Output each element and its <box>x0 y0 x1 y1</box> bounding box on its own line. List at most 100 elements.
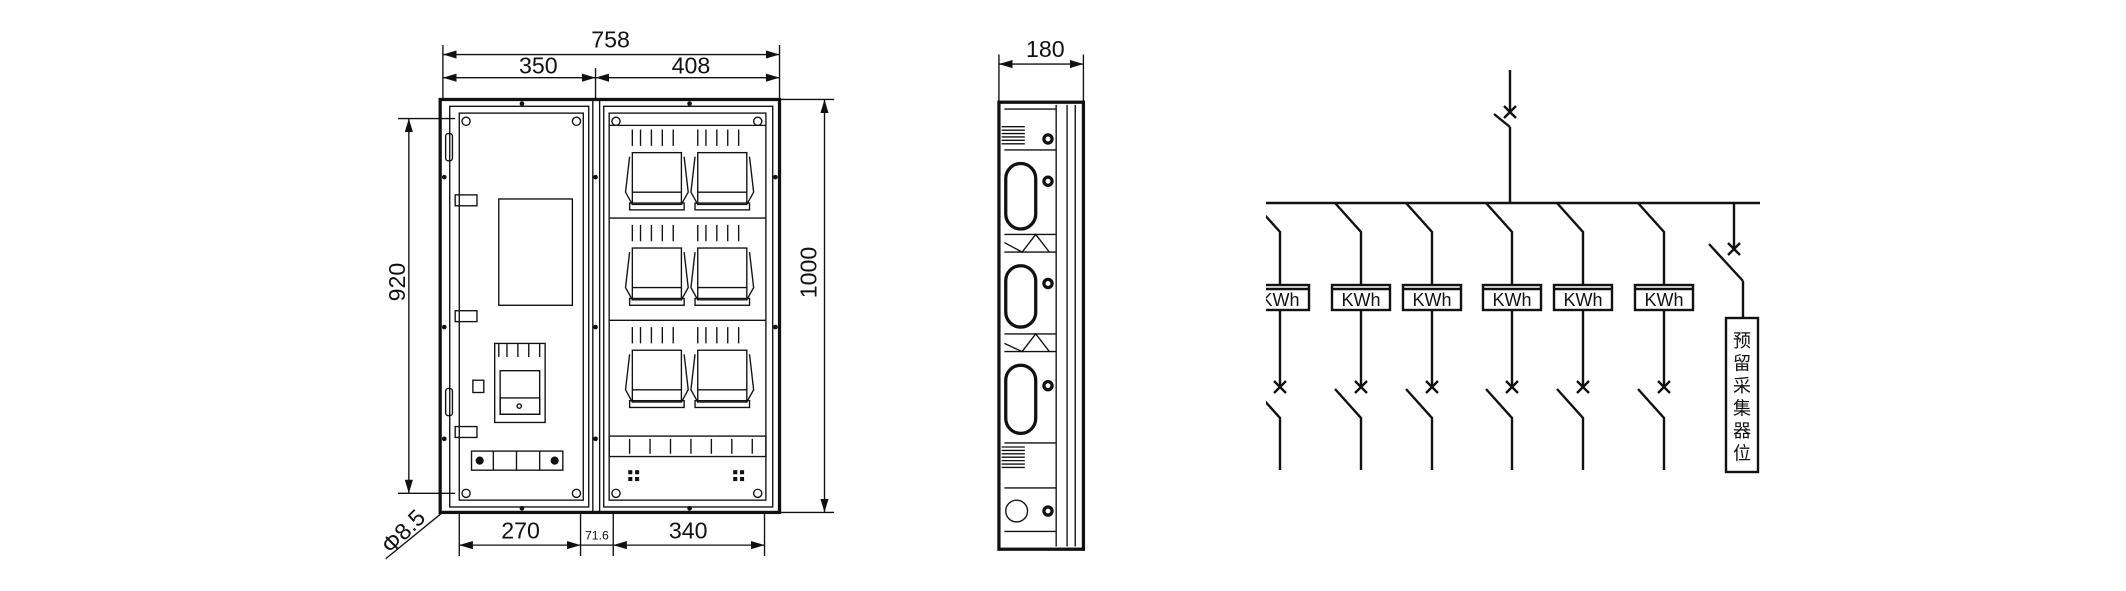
breaker-x-mark <box>1354 380 1368 394</box>
meter-slot <box>624 129 689 211</box>
meter-terminal-pins <box>631 129 674 146</box>
dim-label-340: 340 <box>669 517 708 543</box>
reserved-collector-char: 集 <box>1733 399 1751 420</box>
meter-slot <box>690 224 755 306</box>
meter-branch: KWh <box>1260 214 1311 470</box>
dim-label-180: 180 <box>1026 36 1065 62</box>
main-breaker <box>494 342 546 424</box>
branch-line <box>1637 202 1666 470</box>
meter-base <box>694 399 751 409</box>
branch-line <box>1405 202 1434 470</box>
screw-dot <box>519 506 525 511</box>
kwh-label: KWh <box>1644 290 1683 310</box>
kwh-label: KWh <box>1563 290 1602 310</box>
reserved-collector-char: 位 <box>1733 444 1751 465</box>
terminal-strip-left <box>470 450 564 471</box>
screw-dot <box>441 174 447 180</box>
meter-terminal-pins <box>697 224 740 242</box>
dim-label-hole-diameter: Φ8.5 <box>376 504 430 558</box>
screw-dot <box>687 101 692 106</box>
meter-bracket <box>690 354 755 403</box>
dim-label-350: 350 <box>519 53 558 79</box>
terminal-rail-right <box>608 435 767 458</box>
meter-slot <box>690 327 755 409</box>
breaker-x-mark <box>1576 380 1590 394</box>
small-switch <box>472 379 485 394</box>
mounting-hole <box>611 488 621 499</box>
side-screw-hole <box>1042 505 1054 517</box>
screw-dot <box>773 174 778 180</box>
kwh-meter-box <box>1633 283 1695 312</box>
side-view: 180 <box>997 36 1086 551</box>
screw-dot <box>441 436 447 442</box>
meter-bracket <box>624 354 689 403</box>
breaker-x-mark <box>1657 380 1671 394</box>
screw-dot <box>441 324 447 330</box>
screw-dot <box>773 324 778 330</box>
kwh-meter-box <box>1330 283 1392 312</box>
dimension-depth: 180 <box>998 36 1085 103</box>
dim-label-1000: 1000 <box>795 247 821 299</box>
breaker-x-mark <box>1425 380 1439 394</box>
screw-dot <box>687 506 692 511</box>
dim-label-270: 270 <box>501 517 540 543</box>
meter-branch: KWh <box>1552 202 1614 470</box>
reserved-collector-char: 器 <box>1733 421 1751 442</box>
screw-dot <box>593 436 598 442</box>
cable-knockout-oval <box>1004 161 1038 231</box>
breaker-x-mark <box>1505 380 1519 394</box>
branch-line <box>1556 202 1585 470</box>
meter-base <box>694 297 751 306</box>
hinge <box>444 387 454 417</box>
meter-base <box>628 297 685 306</box>
left-door-frame <box>449 105 590 508</box>
meter-body <box>697 349 748 403</box>
meter-bracket <box>624 252 689 301</box>
meter-terminal-pins <box>631 327 674 344</box>
kwh-meter-box <box>1552 283 1614 312</box>
kwh-meter-box <box>1401 283 1463 312</box>
meter-bracket <box>690 252 755 301</box>
screw-dot <box>593 174 598 180</box>
reserved-collector-char: 留 <box>1733 354 1751 375</box>
branch-line <box>1485 202 1514 470</box>
meter-body <box>631 151 683 206</box>
mounting-hole <box>752 488 763 499</box>
mounting-hole <box>461 488 471 499</box>
door-tab <box>454 425 478 439</box>
dim-label-408: 408 <box>672 53 711 79</box>
mounting-hole <box>752 116 763 127</box>
meter-terminal-pins <box>631 224 674 242</box>
dimension-bottom: 270 71.6 340 <box>458 512 766 557</box>
meter-branch: KWh <box>1330 202 1392 470</box>
side-screw-hole <box>1042 133 1054 145</box>
kwh-label: KWh <box>1412 290 1451 310</box>
meter-slot <box>690 129 755 211</box>
breaker-x-mark <box>1273 380 1287 394</box>
inspection-window <box>498 198 574 306</box>
meter-body <box>631 247 683 301</box>
reserved-collector-box <box>1724 316 1760 474</box>
meter-body <box>631 349 683 403</box>
neutral-block <box>628 470 745 482</box>
meter-base <box>694 202 751 211</box>
front-view: 758 350 408 920 1000 <box>376 27 835 560</box>
meter-terminal-pins <box>697 327 740 344</box>
door-tab <box>454 310 478 323</box>
right-panel <box>608 112 767 501</box>
meter-body <box>697 151 748 206</box>
meter-slot <box>624 327 689 409</box>
dimension-hole: Φ8.5 <box>376 504 445 560</box>
mounting-hole <box>611 116 621 127</box>
cable-knockout-oval <box>1004 264 1038 329</box>
branch-line <box>1334 202 1363 470</box>
side-screw-hole <box>1042 175 1054 187</box>
reserved-collector-char: 预 <box>1733 331 1751 352</box>
mounting-hole <box>461 116 471 127</box>
meter-body <box>697 247 748 301</box>
side-screw-hole <box>1042 277 1054 290</box>
cable-entry-hole <box>1005 499 1029 523</box>
meter-base <box>628 202 685 211</box>
kwh-label: KWh <box>1341 290 1380 310</box>
kwh-label: KWh <box>1260 290 1299 310</box>
